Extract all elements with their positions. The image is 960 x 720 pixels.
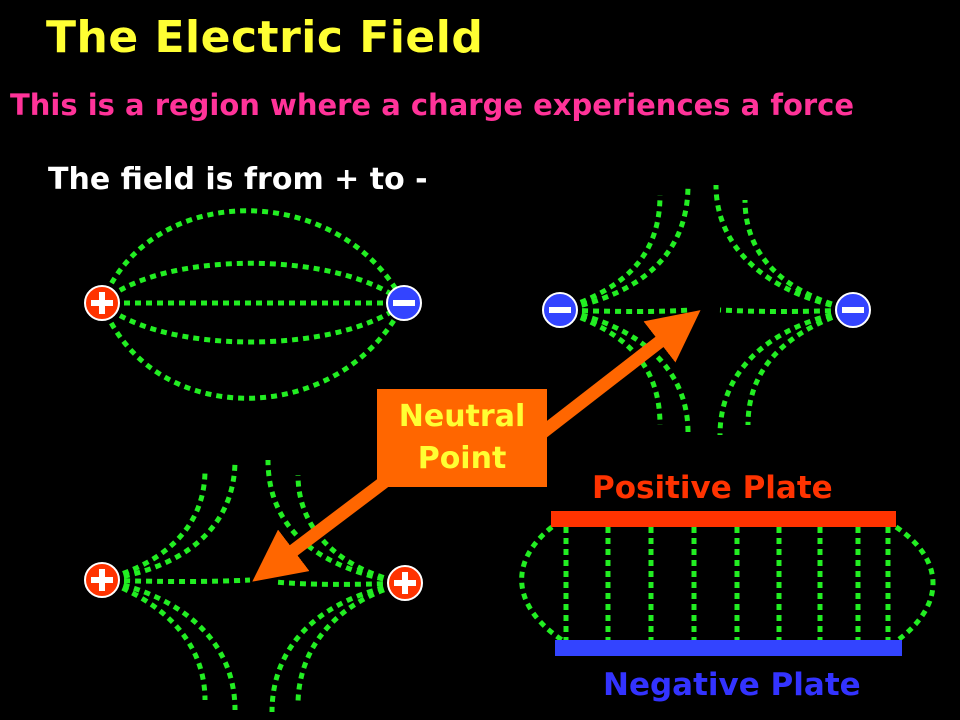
field-line [269,580,406,713]
negative-charge [835,292,871,328]
field-line [519,525,564,643]
field-line [99,301,407,401]
positive-plate-label: Positive Plate [592,470,833,506]
field-line [559,184,691,313]
field-line [713,184,854,313]
negative-plate [555,640,902,656]
neutral-point-line1: Neutral [398,399,526,434]
field-line [719,307,854,314]
page-title: The Electric Field [46,12,484,63]
definition-text: This is a region where a charge experien… [10,88,855,122]
negative-plate-label: Negative Plate [603,667,861,703]
like-positive-field-lines [101,459,406,713]
field-line [101,577,238,711]
field-line [559,194,663,313]
field-line [274,579,406,587]
positive-charge [387,565,423,601]
field-line [100,260,406,305]
field-line [101,577,251,584]
plate-field-lines [519,524,936,643]
field-line [894,524,936,643]
positive-plate [551,511,896,527]
positive-charge [84,562,120,598]
like-negative-field-lines [559,184,854,436]
field-line [101,577,208,701]
field-line [559,307,663,426]
neutral-point-line2: Point [417,441,507,476]
field-line [559,307,691,314]
neutral-point-label: Neutral Point [377,389,547,487]
field-line [265,459,406,586]
field-line [101,469,208,583]
field-line [101,459,238,583]
field-line [100,301,406,345]
field-line [745,307,854,426]
field-line [717,307,854,436]
negative-charge [542,292,578,328]
positive-charge [84,285,120,321]
field-direction-text: The field is from + to - [48,162,428,197]
field-line [99,208,407,305]
negative-charge [386,285,422,321]
dipole-field-lines [99,208,407,401]
